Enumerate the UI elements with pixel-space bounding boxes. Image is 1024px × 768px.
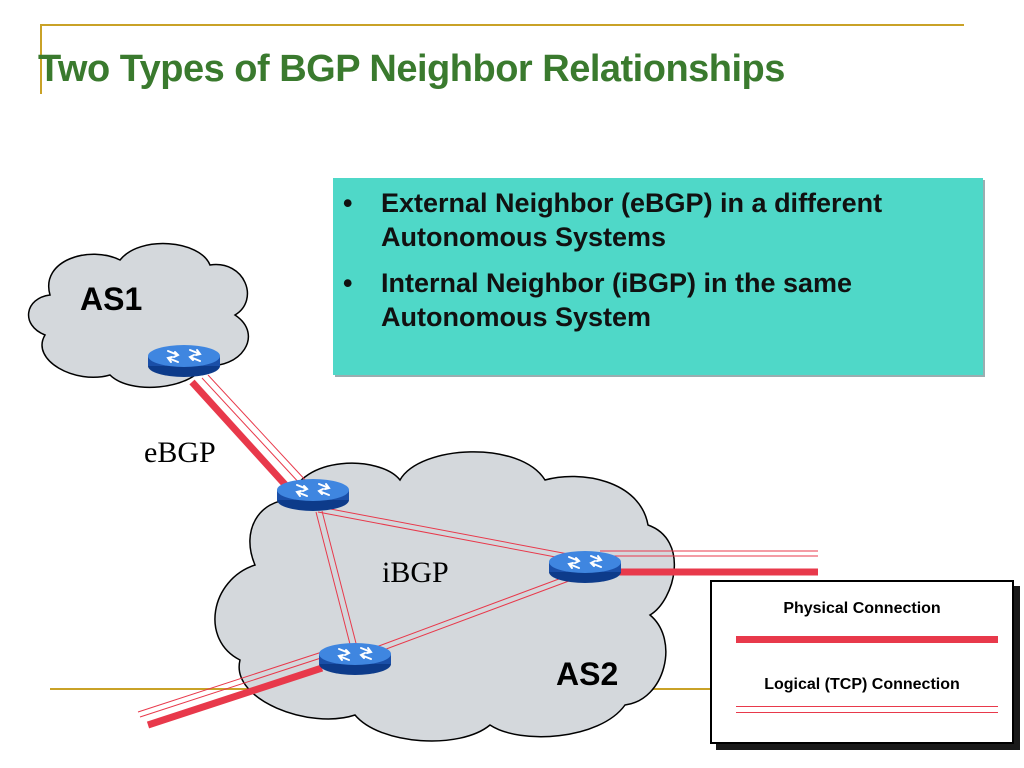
legend-physical-line bbox=[736, 636, 998, 643]
bullet-glyph: • bbox=[343, 268, 353, 298]
as1-label: AS1 bbox=[80, 281, 142, 317]
ebgp-label: eBGP bbox=[144, 436, 216, 469]
as2-label: AS2 bbox=[556, 656, 618, 692]
legend-logical-line bbox=[736, 706, 998, 713]
router-as2-right bbox=[548, 550, 622, 584]
left-rule bbox=[40, 24, 42, 94]
bgp-neighbor-callout: • External Neighbor (eBGP) in a differen… bbox=[333, 178, 983, 375]
router-as2-bottom bbox=[318, 642, 392, 676]
connection-legend: Physical Connection Logical (TCP) Connec… bbox=[710, 580, 1014, 744]
router-as2-top bbox=[276, 478, 350, 512]
logical-links bbox=[137, 374, 818, 718]
legend-logical-label: Logical (TCP) Connection bbox=[764, 676, 960, 693]
bullet-list: • External Neighbor (eBGP) in a differen… bbox=[333, 178, 983, 334]
router-as1 bbox=[147, 344, 221, 378]
bullet-ebgp-text: External Neighbor (eBGP) in a different … bbox=[381, 188, 883, 252]
top-rule bbox=[40, 24, 964, 26]
ibgp-label: iBGP bbox=[382, 556, 449, 589]
slide-title: Two Types of BGP Neighbor Relationships bbox=[38, 48, 785, 90]
legend-physical-label: Physical Connection bbox=[783, 600, 941, 617]
bullet-ebgp: • External Neighbor (eBGP) in a differen… bbox=[343, 186, 921, 254]
bullet-ibgp: • Internal Neighbor (iBGP) in the same A… bbox=[343, 266, 921, 334]
bullet-ibgp-text: Internal Neighbor (iBGP) in the same Aut… bbox=[381, 268, 853, 332]
physical-links bbox=[146, 379, 818, 729]
bullet-glyph: • bbox=[343, 188, 353, 218]
